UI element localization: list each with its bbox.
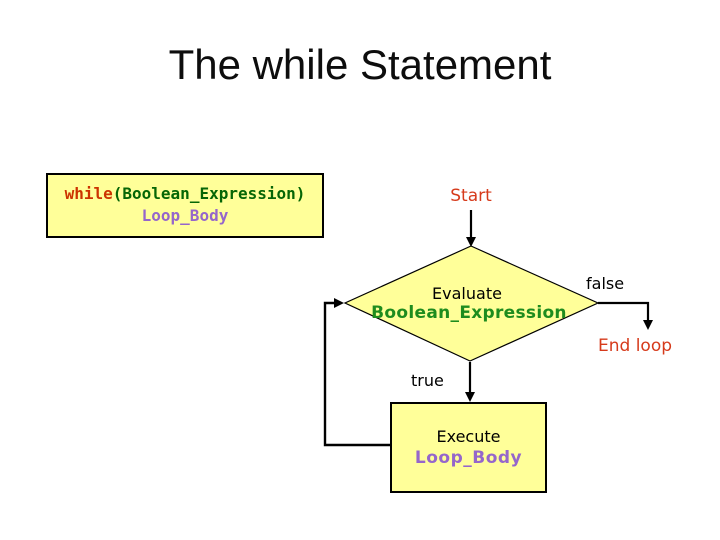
slide-title: The while Statement xyxy=(168,41,552,88)
false-arrow xyxy=(598,301,653,330)
true-label: true xyxy=(411,371,444,390)
decision-label-line1: Evaluate xyxy=(432,284,502,303)
end-loop-label: End loop xyxy=(598,336,673,356)
code-body-label: Loop_Body xyxy=(141,206,229,225)
decision-label-line2: Boolean_Expression xyxy=(371,303,567,323)
false-label: false xyxy=(586,274,625,293)
code-snippet-box: while(Boolean_Expression) Loop_Body xyxy=(46,173,324,238)
start-label: Start xyxy=(450,186,492,206)
code-line-2: Loop_Body xyxy=(48,205,322,227)
true-arrow xyxy=(465,362,475,402)
code-line-1: while(Boolean_Expression) xyxy=(48,183,322,205)
decision-diamond-shape xyxy=(343,245,600,362)
code-keyword: while xyxy=(64,184,113,203)
start-arrow xyxy=(466,210,476,247)
loop-back-arrow xyxy=(323,298,390,447)
code-condition: (Boolean_Expression) xyxy=(112,184,306,203)
execute-box: Execute Loop_Body xyxy=(390,402,547,493)
execute-body-label: Loop_Body xyxy=(414,448,523,468)
execute-label: Execute xyxy=(436,427,501,446)
